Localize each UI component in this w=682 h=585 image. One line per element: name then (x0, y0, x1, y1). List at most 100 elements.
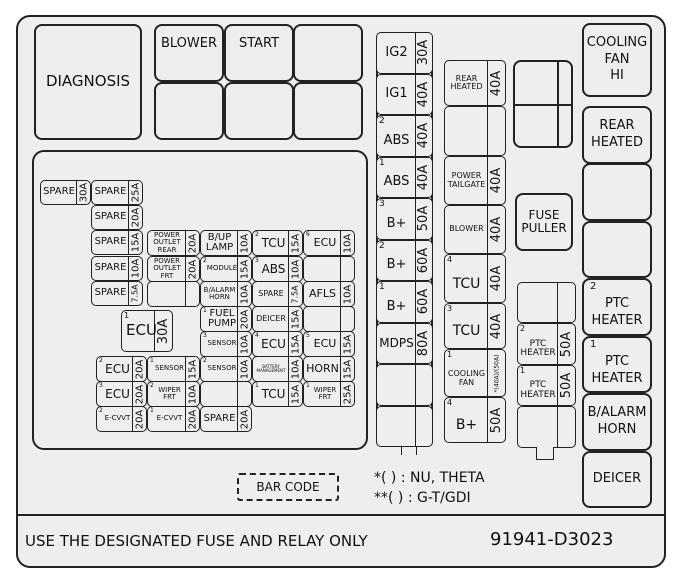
relay-index: 2 (590, 281, 597, 292)
fuse-label: B/UP LAMP (205, 231, 234, 253)
fuse-label: PTC HEATER (520, 380, 556, 400)
fuse-rating: 10A (288, 257, 302, 281)
relay-slot: B/ALARM HORN (582, 393, 652, 451)
fuse-rating-text: 10A (290, 259, 302, 279)
fuse-rating: 15A (340, 332, 354, 356)
relay-slot (293, 24, 363, 82)
fuse-rating-text: 20A (130, 207, 142, 228)
fuse-rating-text: 15A (239, 259, 251, 279)
relay-slot (582, 163, 652, 221)
fuse-rating: 40A (487, 61, 505, 105)
fuse-index: 4 (255, 332, 259, 339)
relay-label (156, 90, 222, 114)
fuse-rating-text: 20A (187, 409, 199, 429)
fuse-label: SPARE (94, 262, 127, 274)
footer-notice: USE THE DESIGNATED FUSE AND RELAY ONLY (25, 532, 368, 550)
fuse-rating (415, 365, 432, 405)
mid-column-tab (401, 447, 403, 455)
fuse-rating-text: 40A (416, 164, 432, 190)
fuse-label: ECU (261, 336, 286, 351)
fuse-rating: 30A (76, 181, 90, 204)
fuse-label: BLOWER (449, 224, 484, 234)
fuse-label: TCU (452, 323, 481, 340)
fuse-rating: 50A (557, 366, 575, 405)
fuse-puller[interactable]: FUSE PULLER (515, 193, 573, 251)
fuse-slot: 40A BLOWER (444, 205, 506, 254)
fuse-slot (517, 282, 576, 323)
fuse-slot (200, 381, 252, 407)
fuse-slot (517, 406, 576, 448)
fuse-label: ABS (383, 132, 410, 148)
fuse-index: 2 (520, 324, 526, 333)
fuse-rating-text: 10A (342, 284, 354, 304)
fuse-rating: 10A (237, 231, 251, 255)
fuse-rating-text: 50A (489, 407, 504, 433)
fuse-label: SENSOR (207, 364, 237, 373)
fuse-rating: 60A (415, 282, 432, 322)
fuse-rating: 20A (128, 206, 142, 229)
fuse-label: POWER OUTLET REAR (153, 230, 181, 254)
fuse-rating: 10A (185, 382, 199, 406)
fuse-index: 2 (379, 240, 385, 251)
barcode-area: BAR CODE (237, 473, 339, 501)
fuse-label (377, 407, 416, 447)
ptc-column-tab (536, 447, 554, 460)
fuse-index: 1 (306, 382, 310, 389)
fuse-label: POWER TAILGATE (447, 171, 486, 189)
fuse-rating-text: 10A (187, 384, 199, 404)
fuse-rating: 15A (340, 357, 354, 381)
fuse-rating: 15A (288, 382, 302, 406)
fuse-rating-text: 60A (416, 247, 432, 273)
fuse-rating-text: 40A (489, 216, 504, 243)
relay-label: PTC HEATER (591, 353, 643, 386)
relay-label (584, 223, 650, 276)
fuse-rating-text: 15A (342, 359, 354, 379)
fuse-index: 2 (379, 116, 385, 126)
fuse-label: ABS (261, 261, 286, 276)
fuse-rating: 10A (288, 357, 302, 381)
fuse-index: 3 (99, 382, 103, 389)
fuse-label: REAR HEATED (450, 73, 483, 91)
fuse-label: SPARE (94, 186, 127, 198)
fuse-rating: 40A (487, 157, 505, 204)
fuse-label (445, 107, 488, 155)
fuse-rating: 10A (340, 282, 354, 306)
fuse-index: 4 (447, 255, 453, 264)
fuse-label: IG1 (385, 86, 408, 102)
fuse-rating: 40A (487, 255, 505, 302)
barcode-label: BAR CODE (256, 479, 320, 494)
relay-label: B/ALARM HORN (587, 405, 647, 437)
fuse-label: SPARE (94, 287, 127, 299)
fuse-rating-text: 20A (187, 259, 199, 279)
fuse-rating: 15A (288, 307, 302, 331)
fuse-label: ECU (313, 236, 337, 250)
relay-slot (224, 82, 294, 140)
fuse-slot (303, 256, 355, 282)
fuse-rating: 7.5A (128, 282, 142, 305)
fuse-label: B+ (386, 257, 407, 273)
fuse-rating-text: 20A (239, 309, 251, 329)
fuse-rating-text: 7.5A (131, 284, 141, 303)
relay-index: 1 (590, 339, 597, 350)
fuse-rating-text: 15A (290, 384, 302, 404)
fuse-label: WIPER FRT (313, 385, 337, 401)
